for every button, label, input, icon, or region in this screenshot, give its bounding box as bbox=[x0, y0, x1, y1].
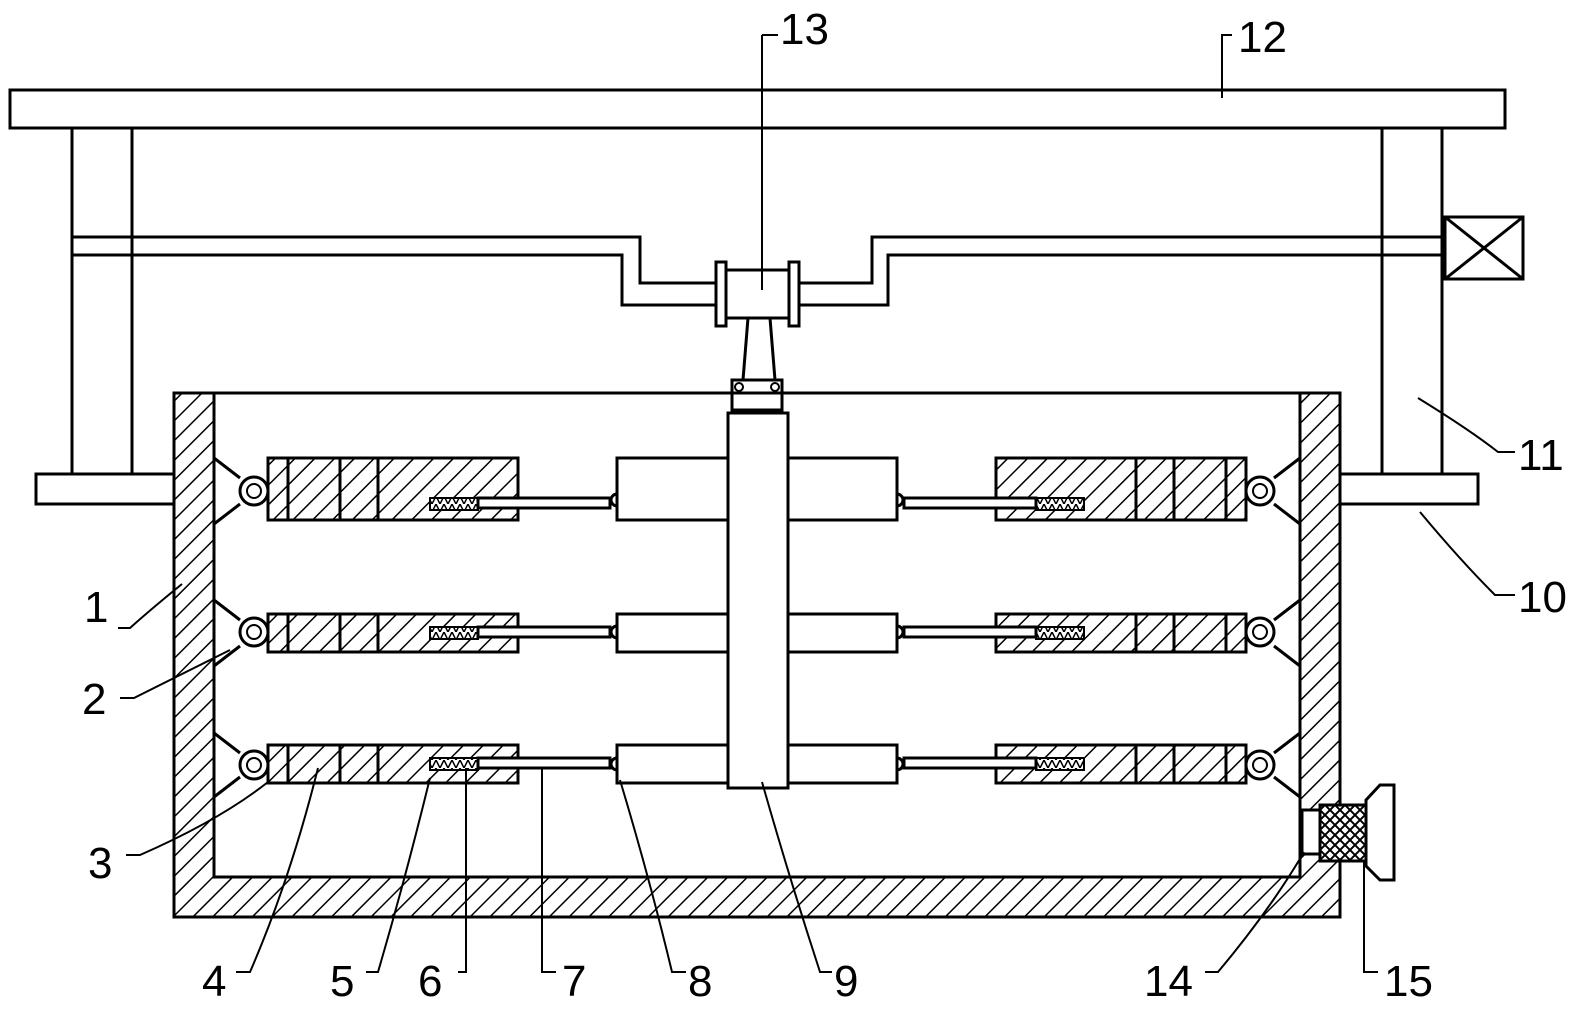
label-15: 15 bbox=[1384, 957, 1433, 1006]
label-1: 1 bbox=[84, 583, 108, 632]
tank-wall bbox=[172, 391, 1342, 919]
central-shaft bbox=[726, 411, 790, 790]
label-14: 14 bbox=[1144, 957, 1193, 1006]
label-2: 2 bbox=[82, 675, 106, 724]
leader-lines bbox=[118, 34, 1515, 973]
label-6: 6 bbox=[418, 957, 442, 1006]
drive-shaft bbox=[72, 235, 1445, 307]
label-8: 8 bbox=[688, 957, 712, 1006]
drain-outlet bbox=[1300, 783, 1396, 882]
left-arm-row-1 bbox=[213, 456, 730, 526]
coupling bbox=[714, 34, 801, 328]
label-13: 13 bbox=[780, 5, 829, 54]
label-12: 12 bbox=[1238, 13, 1287, 62]
label-3: 3 bbox=[88, 839, 112, 888]
left-arm-row-3 bbox=[213, 731, 730, 799]
label-11: 11 bbox=[1518, 431, 1564, 480]
label-5: 5 bbox=[330, 957, 354, 1006]
motor-box bbox=[1443, 215, 1525, 281]
left-arm-row-2 bbox=[213, 598, 730, 668]
hanger-link bbox=[730, 317, 784, 412]
label-7: 7 bbox=[562, 957, 586, 1006]
label-9: 9 bbox=[834, 957, 858, 1006]
left-support-column bbox=[34, 128, 178, 506]
right-support-column bbox=[1338, 128, 1480, 506]
right-arm-row-1 bbox=[786, 456, 1301, 526]
right-arm-row-2 bbox=[786, 598, 1301, 668]
callout-labels: 1 2 3 4 5 6 7 8 9 10 11 12 13 14 15 bbox=[82, 5, 1567, 1006]
top-plate bbox=[8, 88, 1507, 130]
label-10: 10 bbox=[1518, 573, 1567, 622]
right-arm-row-3 bbox=[786, 731, 1301, 799]
label-4: 4 bbox=[202, 957, 226, 1006]
